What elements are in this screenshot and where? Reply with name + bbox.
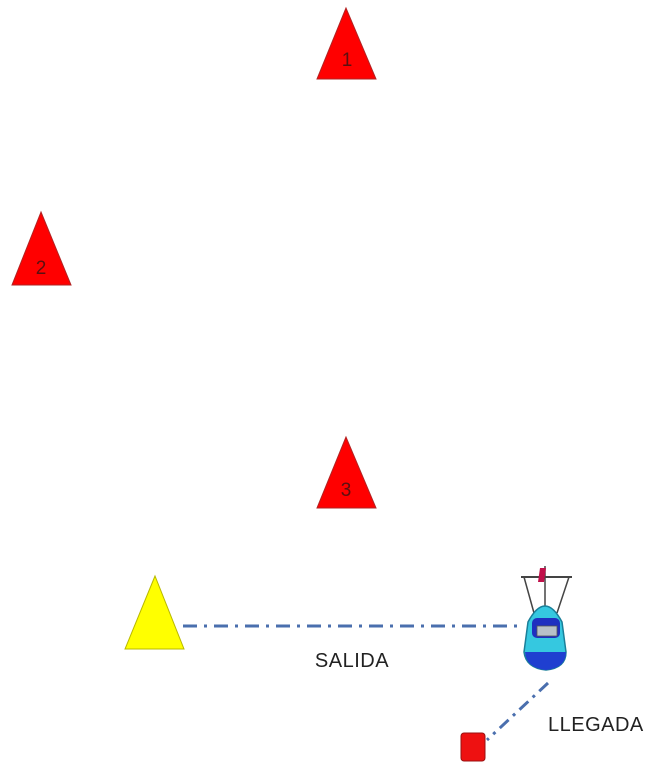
finish-line: [485, 681, 550, 742]
mark-3-triangle-icon: [316, 435, 377, 509]
finish-buoy-icon: [460, 732, 486, 762]
mark-1-label: 1: [342, 50, 353, 71]
mark-3-label: 3: [341, 480, 352, 501]
mark-2-triangle-icon: [11, 210, 72, 286]
mark-1-triangle-icon: [316, 6, 377, 80]
finish-line-label: LLEGADA: [548, 714, 644, 736]
mark-3: 3: [316, 435, 377, 509]
boat-flag-icon: [538, 568, 546, 582]
mark-1: 1: [316, 6, 377, 80]
mark-2-label: 2: [36, 258, 47, 279]
start-line-label: SALIDA: [315, 650, 389, 672]
start-pin-buoy-icon: [124, 574, 185, 650]
mark-2: 2: [11, 210, 72, 286]
committee-boat-icon: [521, 566, 572, 671]
